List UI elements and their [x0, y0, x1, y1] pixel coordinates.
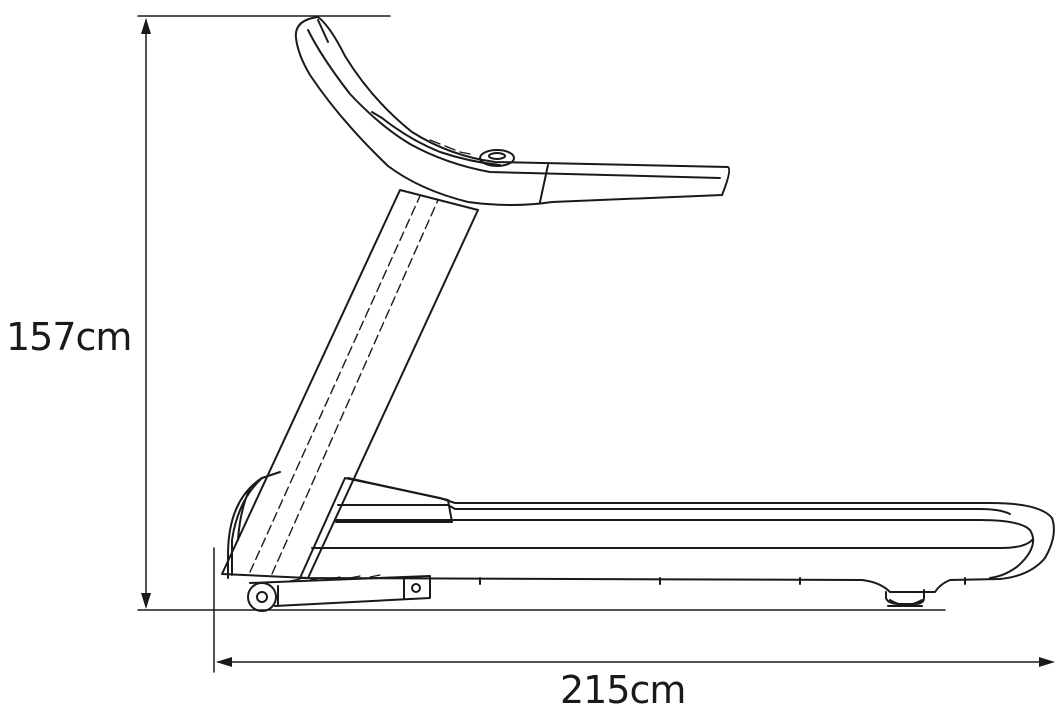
height-dimension-label: 157cm [6, 315, 132, 359]
front-bracket [249, 575, 431, 607]
rear-foot [885, 589, 925, 607]
treadmill [221, 16, 1055, 612]
console-arm-inner-2 [317, 19, 549, 203]
length-arrow-right [1039, 657, 1055, 667]
height-arrow-top [141, 18, 151, 34]
deck-side-rail [311, 539, 1033, 549]
console [294, 16, 731, 206]
front-wheel-assembly [247, 574, 431, 612]
console-knob-cap [488, 152, 506, 160]
console-buttons [429, 139, 471, 155]
height-dimension [137, 15, 946, 611]
console-display-panel [371, 111, 501, 166]
motor-hood [231, 477, 263, 576]
height-arrow-bottom [141, 593, 151, 609]
console-arm-outline [294, 16, 731, 206]
length-arrow-left [216, 657, 232, 667]
upright-inner-line-1 [249, 195, 421, 573]
deck-belt-top [337, 504, 1011, 515]
front-wheel-hub [256, 591, 268, 603]
deck-outer-frame [227, 471, 1055, 593]
console-arm-inner [307, 29, 721, 179]
console-knob [479, 149, 515, 167]
motor-cover-front [335, 477, 453, 523]
upright-column [221, 189, 479, 579]
upright-inner-line-2 [271, 199, 439, 575]
front-wheel [247, 582, 277, 612]
length-dimension [213, 547, 1055, 673]
deck-belt-lower [334, 519, 1034, 579]
length-dimension-label: 215cm [560, 668, 686, 712]
front-bracket-hatch [289, 574, 381, 582]
deck-fasteners [479, 577, 966, 585]
upright-outline [221, 189, 479, 579]
front-bracket-bolt [411, 583, 421, 593]
